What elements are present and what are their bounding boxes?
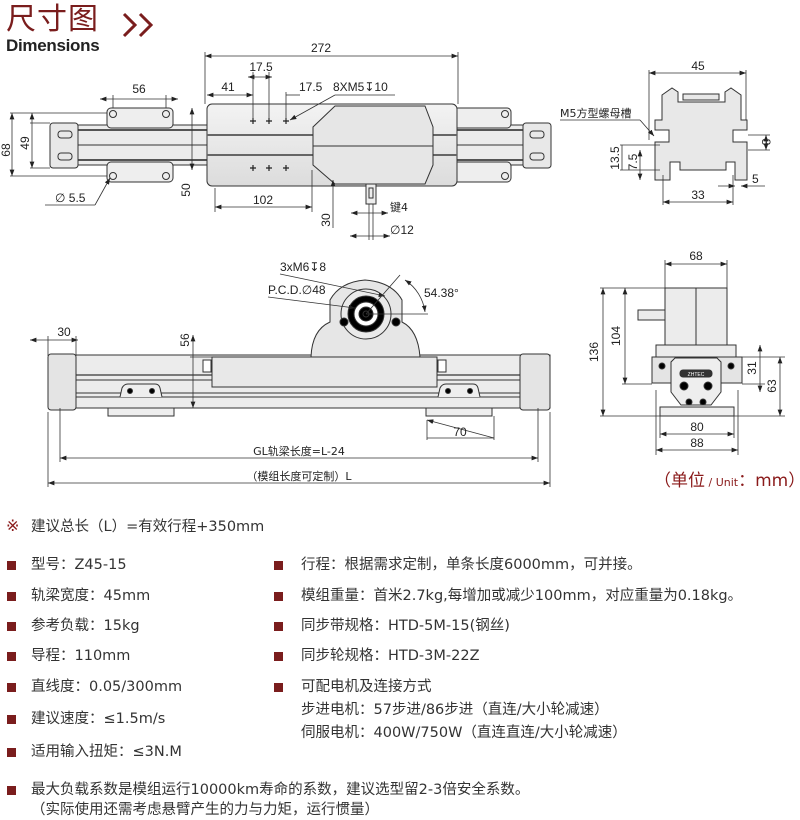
module-length-label: （模组长度可定制）L bbox=[246, 469, 352, 483]
dim-13-5: 13.5 bbox=[608, 146, 622, 170]
footer-note-2: （实际使用还需考虑悬臂产生的力与力矩，运行惯量） bbox=[31, 802, 379, 818]
dim-45: 45 bbox=[691, 59, 705, 73]
dimension-drawings: 272 17.5 41 17.5 8XM5↧10 56 68 49 ∅ 5.5 … bbox=[0, 41, 785, 487]
bullet-icon bbox=[7, 683, 16, 692]
angle-spec: 54.38° bbox=[424, 286, 459, 300]
dim-68-end: 68 bbox=[689, 249, 703, 263]
dim-70: 70 bbox=[453, 425, 467, 439]
dim-30-shaft: 30 bbox=[319, 213, 333, 227]
dim-136: 136 bbox=[587, 342, 601, 362]
dim-41: 41 bbox=[221, 80, 235, 94]
foot-left-top bbox=[106, 107, 174, 129]
dim-63: 63 bbox=[765, 379, 779, 393]
spec-pulley: 同步轮规格：HTD-3M-22Z bbox=[301, 648, 480, 664]
spec-motor-heading: 可配电机及连接方式 bbox=[301, 679, 432, 695]
spec-stroke: 行程：根据需求定制，单条长度6000mm，可并接。 bbox=[301, 557, 642, 573]
dim-17-5-a: 17.5 bbox=[249, 60, 273, 74]
dim-30-end: 30 bbox=[57, 325, 71, 339]
dim-80: 80 bbox=[690, 420, 704, 434]
bullet-icon bbox=[7, 592, 16, 601]
double-chevron-right-icon bbox=[122, 12, 154, 38]
bullet-icon bbox=[274, 652, 283, 661]
bullet-icon bbox=[7, 652, 16, 661]
dim-31: 31 bbox=[745, 361, 759, 375]
dim-hole-dia: ∅ 5.5 bbox=[55, 191, 86, 205]
bullet-icon bbox=[274, 561, 283, 570]
spec-straightness: 直线度：0.05/300mm bbox=[31, 679, 183, 695]
dim-17-5-b: 17.5 bbox=[299, 80, 323, 94]
m5-slot-label: M5方型螺母槽 bbox=[560, 106, 632, 120]
dim-49: 49 bbox=[18, 136, 32, 150]
profile-view bbox=[654, 87, 748, 181]
key-spec: 键4 bbox=[390, 200, 408, 214]
spec-load: 参考负载：15kg bbox=[31, 618, 140, 634]
end-cap-right bbox=[522, 122, 552, 169]
bullet-icon bbox=[7, 715, 16, 724]
unit-open: （单位 bbox=[654, 471, 705, 491]
spec-lead: 导程：110mm bbox=[31, 648, 131, 664]
spec-torque: 适用输入扭矩：≤3N.M bbox=[31, 744, 182, 760]
dim-8: 8 bbox=[759, 139, 773, 146]
note-total-length: 建议总长（L）=有效行程+350mm bbox=[31, 519, 265, 535]
spec-model: 型号：Z45-15 bbox=[31, 557, 127, 573]
end-view: ZHTEC bbox=[637, 287, 743, 417]
brand-logo-plate: ZHTEC bbox=[688, 372, 705, 378]
unit-en: / Unit bbox=[705, 476, 739, 489]
dim-88: 88 bbox=[690, 436, 704, 450]
footer-note-1: 最大负载系数是模组运行10000km寿命的系数，建议选型留2-3倍安全系数。 bbox=[31, 782, 530, 798]
spec-stepper-motor: 步进电机：57步进/86步进（直连/大小轮减速） bbox=[301, 702, 609, 718]
spec-weight: 模组重量：首米2.7kg,每增加或减少100mm，对应重量为0.18kg。 bbox=[301, 588, 743, 604]
dim-104: 104 bbox=[609, 326, 623, 346]
shaft bbox=[365, 183, 377, 205]
bullet-icon bbox=[274, 683, 283, 692]
bullet-icon bbox=[7, 561, 16, 570]
dim-56-height: 56 bbox=[178, 333, 192, 347]
unit-close: ：mm） bbox=[738, 471, 800, 491]
bullet-icon bbox=[7, 622, 16, 631]
spec-belt: 同步带规格：HTD-5M-15(钢丝) bbox=[301, 618, 510, 634]
spec-servo-motor: 伺服电机：400W/750W（直连直连/大小轮减速） bbox=[301, 725, 627, 741]
dim-56-foot: 56 bbox=[132, 82, 146, 96]
spec-speed: 建议速度：≤1.5m/s bbox=[31, 711, 166, 727]
end-cap-left bbox=[49, 122, 79, 169]
dim-7-5: 7.5 bbox=[626, 153, 640, 170]
tap-spec: 3xM6↧8 bbox=[280, 260, 326, 274]
bullet-icon bbox=[274, 622, 283, 631]
top-view bbox=[49, 103, 552, 205]
thread-spec: 8XM5↧10 bbox=[333, 80, 388, 94]
spec-rail-width: 轨梁宽度：45mm bbox=[31, 588, 151, 604]
side-view bbox=[47, 279, 551, 417]
page-title-en: Dimensions bbox=[6, 36, 100, 55]
dim-272: 272 bbox=[311, 41, 331, 55]
bullet-icon bbox=[7, 786, 16, 795]
unit-label: （单位 / Unit：mm） bbox=[654, 466, 800, 491]
bullet-icon bbox=[274, 592, 283, 601]
foot-left-bottom bbox=[106, 161, 174, 183]
dim-50: 50 bbox=[179, 183, 193, 197]
shaft-dia: ∅12 bbox=[390, 223, 414, 237]
pcd-spec: P.C.D.∅48 bbox=[268, 283, 326, 297]
note-mark-icon: ※ bbox=[6, 516, 20, 535]
motor-mount-top bbox=[312, 105, 434, 185]
dim-68: 68 bbox=[0, 143, 13, 157]
dim-33: 33 bbox=[691, 188, 705, 202]
dim-5: 5 bbox=[752, 172, 759, 186]
rail-length-label: GL轨梁长度=L-24 bbox=[253, 444, 345, 458]
bullet-icon bbox=[7, 748, 16, 757]
page-title-cn: 尺寸图 bbox=[6, 2, 99, 37]
dim-102: 102 bbox=[253, 193, 273, 207]
